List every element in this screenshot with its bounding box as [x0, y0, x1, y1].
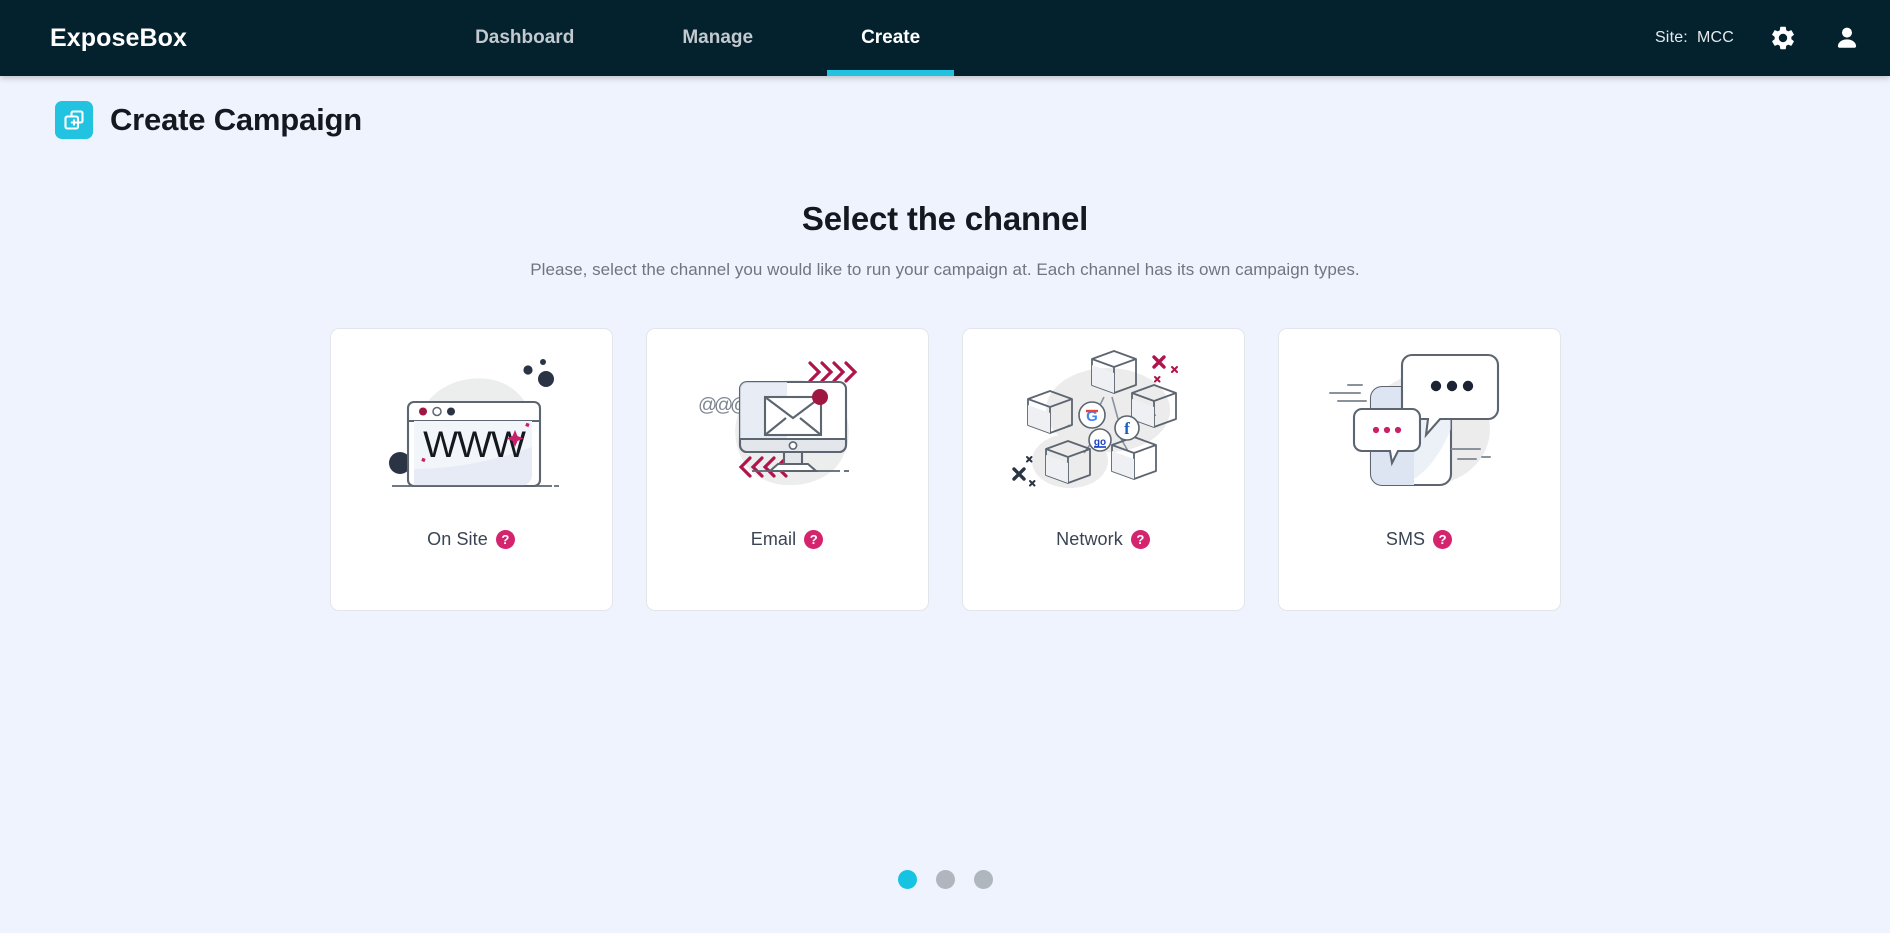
help-icon-on-site[interactable]: ?: [495, 530, 515, 549]
header-actions: Site: MCC: [1655, 23, 1862, 53]
pagination-dot-2[interactable]: [935, 870, 955, 889]
cubes-social-network-illustration: G f go: [963, 329, 1244, 529]
channel-label-row: On Site ?: [427, 529, 515, 550]
help-icon-network[interactable]: ?: [1130, 530, 1150, 549]
channel-label-row: SMS ?: [1385, 529, 1453, 550]
svg-text:go: go: [1094, 437, 1106, 448]
svg-text:@: @: [698, 395, 717, 416]
nav-item-manage[interactable]: Manage: [682, 27, 754, 48]
channel-card-sms[interactable]: SMS ?: [1277, 328, 1561, 611]
channel-label-sms: SMS: [1385, 529, 1426, 549]
app-header: ExposeBox Dashboard Manage Create Site: M…: [0, 0, 1890, 76]
nav-item-dashboard[interactable]: Dashboard: [475, 27, 575, 48]
channel-label-row: Network ?: [1056, 529, 1150, 550]
channel-card-on-site[interactable]: WWW On Site ?: [329, 328, 613, 611]
pagination-dot-1[interactable]: [897, 870, 917, 889]
section-subheading: Please, select the channel you would lik…: [530, 260, 1360, 279]
duplicate-add-icon: [55, 101, 93, 139]
site-selector[interactable]: Site: MCC: [1655, 29, 1734, 47]
section-heading: Select the channel: [801, 200, 1089, 237]
channel-card-list: WWW On Site ?: [0, 328, 1890, 611]
main-content: Select the channel Please, select the ch…: [0, 139, 1890, 611]
page-title: Create Campaign: [110, 102, 362, 137]
channel-label-row: Email ?: [751, 529, 824, 550]
phone-chat-bubbles-illustration: [1279, 329, 1560, 529]
channel-card-email[interactable]: @@@ Email ?: [645, 328, 929, 611]
svg-text:@: @: [714, 395, 733, 416]
help-icon-email[interactable]: ?: [804, 530, 824, 549]
nav-item-create[interactable]: Create: [827, 0, 955, 76]
user-icon[interactable]: [1832, 23, 1862, 53]
svg-text:G: G: [1086, 408, 1098, 425]
channel-label-network: Network: [1056, 529, 1123, 549]
channel-label-on-site: On Site: [427, 529, 488, 549]
channel-label-email: Email: [750, 529, 797, 549]
svg-text:WWW: WWW: [423, 424, 526, 465]
svg-text:f: f: [1124, 419, 1130, 438]
help-icon-sms[interactable]: ?: [1433, 530, 1453, 549]
monitor-envelope-illustration: @@@: [647, 329, 928, 529]
site-label-text: Site:: [1654, 29, 1688, 46]
browser-www-illustration: WWW: [331, 329, 612, 529]
page-title-row: Create Campaign: [0, 76, 1890, 139]
brand-logo[interactable]: ExposeBox: [50, 23, 188, 52]
pagination-dot-3[interactable]: [973, 870, 993, 889]
carousel-pagination: [0, 870, 1890, 889]
main-navigation: Dashboard Manage Create: [441, 0, 955, 76]
channel-card-network[interactable]: G f go: [961, 328, 1245, 611]
gear-icon[interactable]: [1768, 23, 1798, 53]
site-value-text: MCC: [1696, 29, 1734, 46]
